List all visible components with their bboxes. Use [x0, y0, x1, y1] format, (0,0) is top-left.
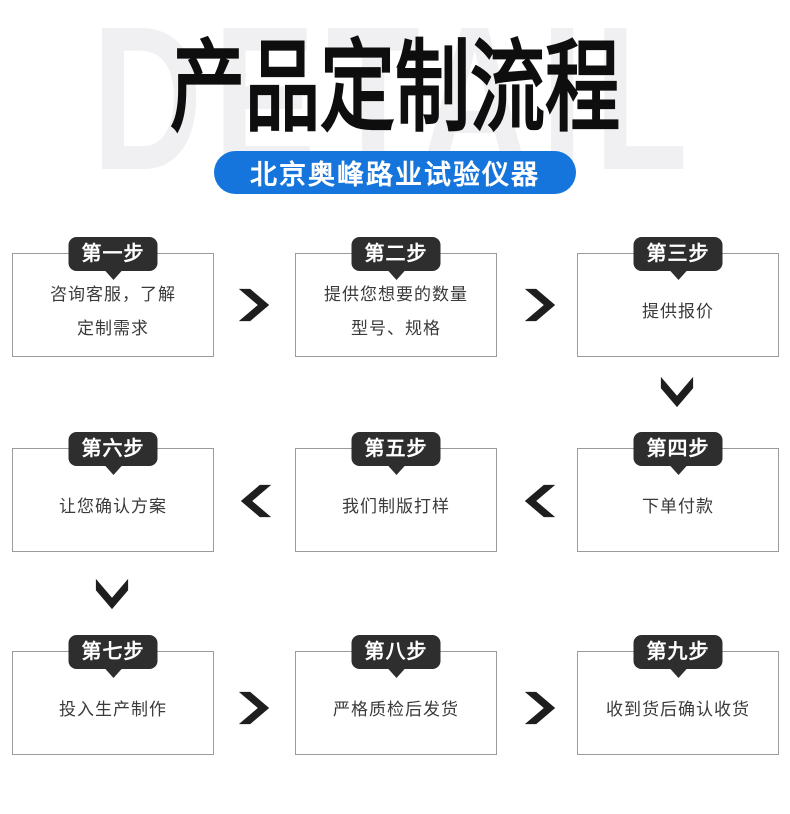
step-2-badge: 第二步: [351, 237, 441, 271]
step-box-3: 第三步 提供报价: [577, 237, 779, 357]
page-title: 产品定制流程: [170, 32, 620, 144]
step-7-badge: 第七步: [68, 635, 158, 669]
step-box-1: 第一步 咨询客服，了解 定制需求: [12, 237, 214, 357]
step-1-badge: 第一步: [68, 237, 158, 271]
arrow-right-icon: [238, 691, 270, 725]
step-2-text: 提供您想要的数量 型号、规格: [296, 254, 496, 356]
arrow-left-icon: [524, 484, 556, 518]
step-1-line-1: 咨询客服，了解: [50, 285, 176, 304]
arrow-left-icon: [240, 484, 272, 518]
step-4-text: 下单付款: [578, 449, 778, 551]
step-box-9: 第九步 收到货后确认收货: [577, 635, 779, 755]
arrow-right-icon: [238, 288, 270, 322]
step-3-line-1: 提供报价: [642, 302, 714, 321]
step-8-badge: 第八步: [351, 635, 441, 669]
step-5-line-1: 我们制版打样: [342, 497, 450, 516]
step-box-5: 第五步 我们制版打样: [295, 432, 497, 552]
step-9-badge: 第九步: [633, 635, 723, 669]
brand-pill: 北京奥峰路业试验仪器: [214, 151, 576, 194]
step-1-text: 咨询客服，了解 定制需求: [13, 254, 213, 356]
step-5-badge: 第五步: [351, 432, 441, 466]
step-6-line-1: 让您确认方案: [59, 497, 167, 516]
arrow-down-icon: [95, 578, 129, 610]
step-2-line-2: 型号、规格: [351, 319, 441, 338]
arrow-right-icon: [524, 691, 556, 725]
step-5-text: 我们制版打样: [296, 449, 496, 551]
step-7-text: 投入生产制作: [13, 652, 213, 754]
step-7-line-1: 投入生产制作: [59, 700, 167, 719]
brand-pill-label: 北京奥峰路业试验仪器: [250, 160, 540, 190]
step-3-text: 提供报价: [578, 254, 778, 356]
step-box-2: 第二步 提供您想要的数量 型号、规格: [295, 237, 497, 357]
step-box-6: 第六步 让您确认方案: [12, 432, 214, 552]
step-2-line-1: 提供您想要的数量: [324, 285, 468, 304]
step-8-text: 严格质检后发货: [296, 652, 496, 754]
step-box-8: 第八步 严格质检后发货: [295, 635, 497, 755]
step-box-7: 第七步 投入生产制作: [12, 635, 214, 755]
step-1-line-2: 定制需求: [77, 319, 149, 338]
step-3-badge: 第三步: [633, 237, 723, 271]
step-4-line-1: 下单付款: [642, 497, 714, 516]
step-6-text: 让您确认方案: [13, 449, 213, 551]
step-9-line-1: 收到货后确认收货: [606, 700, 750, 719]
arrow-right-icon: [524, 288, 556, 322]
arrow-down-icon: [660, 376, 694, 408]
step-box-4: 第四步 下单付款: [577, 432, 779, 552]
step-8-line-1: 严格质检后发货: [333, 700, 459, 719]
step-4-badge: 第四步: [633, 432, 723, 466]
step-9-text: 收到货后确认收货: [578, 652, 778, 754]
step-6-badge: 第六步: [68, 432, 158, 466]
